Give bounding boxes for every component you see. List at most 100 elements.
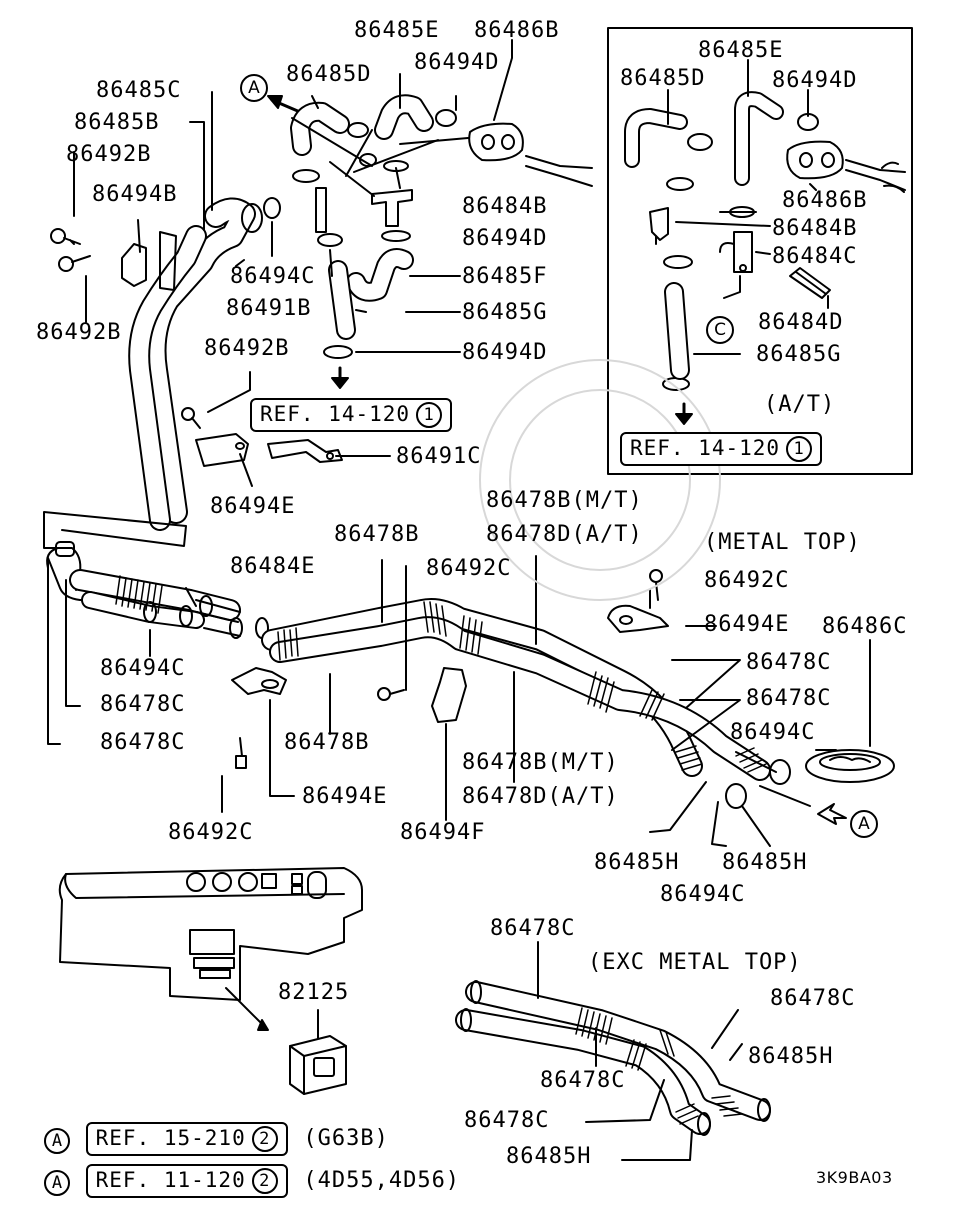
inset-frame (607, 27, 913, 475)
part-label: 86478C (100, 692, 186, 717)
bolt-92b-upper (50, 228, 81, 245)
bracket-94b (121, 231, 177, 291)
part-label: 86485E (698, 38, 784, 63)
part-label: 86485B (74, 110, 160, 135)
ref-number: 2 (251, 1126, 278, 1152)
inset-clamp-4 (663, 255, 693, 269)
part-label: 86491B (226, 296, 312, 321)
part-label: 86494D (462, 340, 548, 365)
part-label: 86492C (426, 556, 512, 581)
inset-t-joint (649, 207, 669, 245)
part-label: 86494C (660, 882, 746, 907)
part-label: 86478C (100, 730, 186, 755)
t-joint-left (315, 187, 327, 233)
part-label: 86485D (620, 66, 706, 91)
grommet-b (468, 122, 524, 162)
clip-94e-mid (231, 667, 287, 695)
part-label: 86484C (772, 244, 858, 269)
diagram-code: 3K9BA03 (816, 1168, 893, 1187)
part-label: 86478C (490, 916, 576, 941)
part-label: 86485H (722, 850, 808, 875)
part-label: 82125 (278, 980, 350, 1005)
marker-a-top: A (240, 74, 268, 102)
part-label: 86485D (286, 62, 372, 87)
part-label: 86485E (354, 18, 440, 43)
background-emblem (479, 359, 721, 601)
part-label: 86485H (748, 1044, 834, 1069)
part-label: 86485G (756, 342, 842, 367)
t-joint-right (371, 189, 413, 227)
part-label: 86484D (758, 310, 844, 335)
part-label: 86492B (36, 320, 122, 345)
metal-top-label: (METAL TOP) (704, 530, 861, 555)
part-label: 86494E (210, 494, 296, 519)
part-label: 86485H (594, 850, 680, 875)
part-label: 86494E (302, 784, 388, 809)
dashboard (58, 867, 363, 1095)
clip-94f (431, 667, 467, 723)
clip-94e (195, 433, 249, 467)
circle-marker-c: C (706, 316, 734, 344)
part-label: 86484B (462, 194, 548, 219)
ref-marker: A (44, 1127, 70, 1154)
part-label: 86494D (462, 226, 548, 251)
part-label: 86486B (474, 18, 560, 43)
pipe-ribs-left (115, 575, 163, 614)
part-label: 86491C (396, 444, 482, 469)
part-label: 86478C (770, 986, 856, 1011)
part-label: 86478B(M/T) (462, 750, 619, 775)
part-label: 86484E (230, 554, 316, 579)
part-label: 86494C (100, 656, 186, 681)
exc-metal-top-pipes (455, 941, 771, 1161)
part-label: 86478C (746, 650, 832, 675)
part-label: 86484B (772, 216, 858, 241)
marker-a-mid: A (850, 810, 878, 838)
ref-text: REF. 14-120 (260, 402, 411, 426)
clip-94e-top (607, 604, 669, 633)
part-label: 86494B (92, 182, 178, 207)
inset-clamp-1 (687, 133, 713, 151)
part-label: 86478B(M/T) (486, 488, 643, 513)
part-label: 86485F (462, 264, 548, 289)
bolt-92c-low (235, 737, 247, 769)
grommet-86486c (805, 749, 895, 783)
part-label: 86492B (66, 142, 152, 167)
ref-text: REF. 14-120 (630, 436, 781, 460)
part-label: 86494C (730, 720, 816, 745)
ref-number: 1 (786, 436, 813, 462)
ref-number: 2 (251, 1168, 278, 1194)
part-label: 86478D(A/T) (462, 784, 619, 809)
inset-grommet (786, 140, 844, 180)
bolt-92b-lower (58, 255, 91, 272)
bolt-92c-mid (377, 687, 405, 701)
part-label: 86494D (414, 50, 500, 75)
exc-metal-top-label: (EXC METAL TOP) (588, 950, 802, 975)
part-label: 86492C (704, 568, 790, 593)
inset-variant-label: (A/T) (764, 392, 836, 417)
part-label: 86478C (746, 686, 832, 711)
inset-parts (624, 59, 906, 425)
part-label: 86494F (400, 820, 486, 845)
inset-clamp-3 (666, 177, 694, 191)
pipe-ribs-mid (277, 601, 767, 773)
inset-fitting-d (789, 267, 831, 299)
ref-text: REF. 11-120 (95, 1168, 246, 1192)
part-label: 86486B (782, 188, 868, 213)
part-label: 86494D (772, 68, 858, 93)
bolt-92b-mid (181, 407, 201, 429)
part-label: 86494E (704, 612, 790, 637)
part-label: 86485H (506, 1144, 592, 1169)
main-pipes (46, 541, 895, 847)
top-left-parts (50, 39, 593, 531)
part-label: 86478C (464, 1108, 550, 1133)
ref-note: (4D55,4D56) (303, 1168, 461, 1193)
part-label: 86478B (334, 522, 420, 547)
